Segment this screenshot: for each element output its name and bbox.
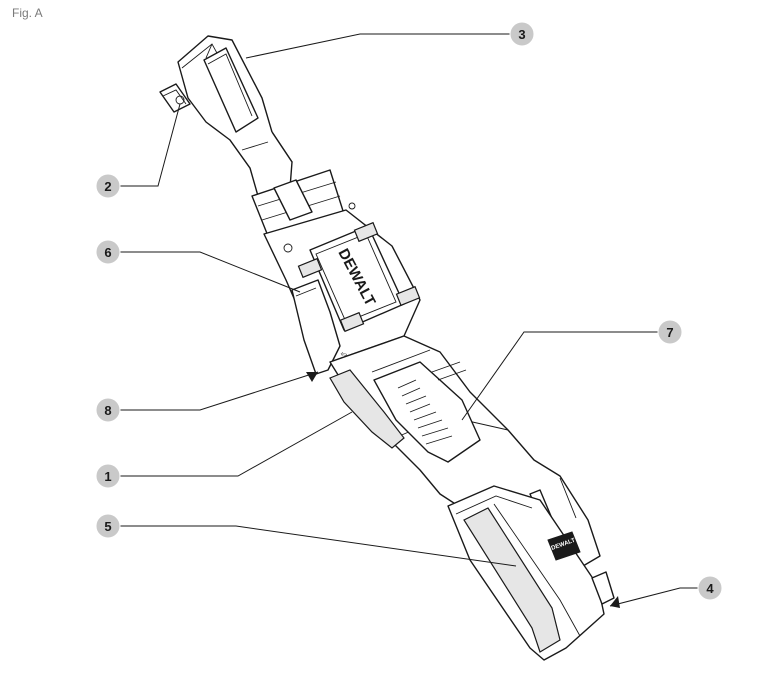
- cordless-ratchet-illustration: DEWALT ⇦ ● ● ⇨: [159, 35, 615, 661]
- callout-7: 7: [657, 319, 683, 345]
- svg-text:8: 8: [104, 403, 111, 418]
- svg-text:4: 4: [706, 581, 714, 596]
- svg-text:7: 7: [666, 325, 673, 340]
- arrow-4: [610, 596, 620, 608]
- callout-5: 5: [95, 513, 121, 539]
- leader-3: [245, 33, 512, 59]
- svg-text:2: 2: [104, 179, 111, 194]
- arrow-8: [306, 372, 318, 382]
- battery-pack: DEWALT: [447, 485, 605, 661]
- callout-2: 2: [95, 173, 121, 199]
- gearbox-housing: DEWALT: [263, 202, 421, 363]
- leader-5: [118, 525, 517, 567]
- leader-2: [118, 103, 181, 187]
- leader-4: [609, 587, 700, 607]
- leader-8: [118, 371, 319, 411]
- svg-text:6: 6: [104, 245, 111, 260]
- callout-6: 6: [95, 239, 121, 265]
- svg-text:3: 3: [518, 27, 525, 42]
- leader-1: [118, 411, 353, 477]
- figure-label: Fig. A: [12, 6, 43, 20]
- callouts: 1 2 3 4 5 6 7: [95, 21, 723, 601]
- leader-7: [461, 331, 660, 421]
- svg-text:5: 5: [104, 519, 111, 534]
- ratchet-head: [177, 35, 293, 197]
- battery-release-button: [591, 571, 615, 605]
- paddle-switch: [329, 369, 405, 449]
- leader-6: [118, 251, 301, 293]
- callout-8: 8: [95, 397, 121, 423]
- callout-1: 1: [95, 463, 121, 489]
- leader-lines: [118, 33, 700, 608]
- svg-text:1: 1: [104, 469, 111, 484]
- callout-4: 4: [697, 575, 723, 601]
- callout-3: 3: [509, 21, 535, 47]
- square-drive-anvil: [159, 83, 191, 113]
